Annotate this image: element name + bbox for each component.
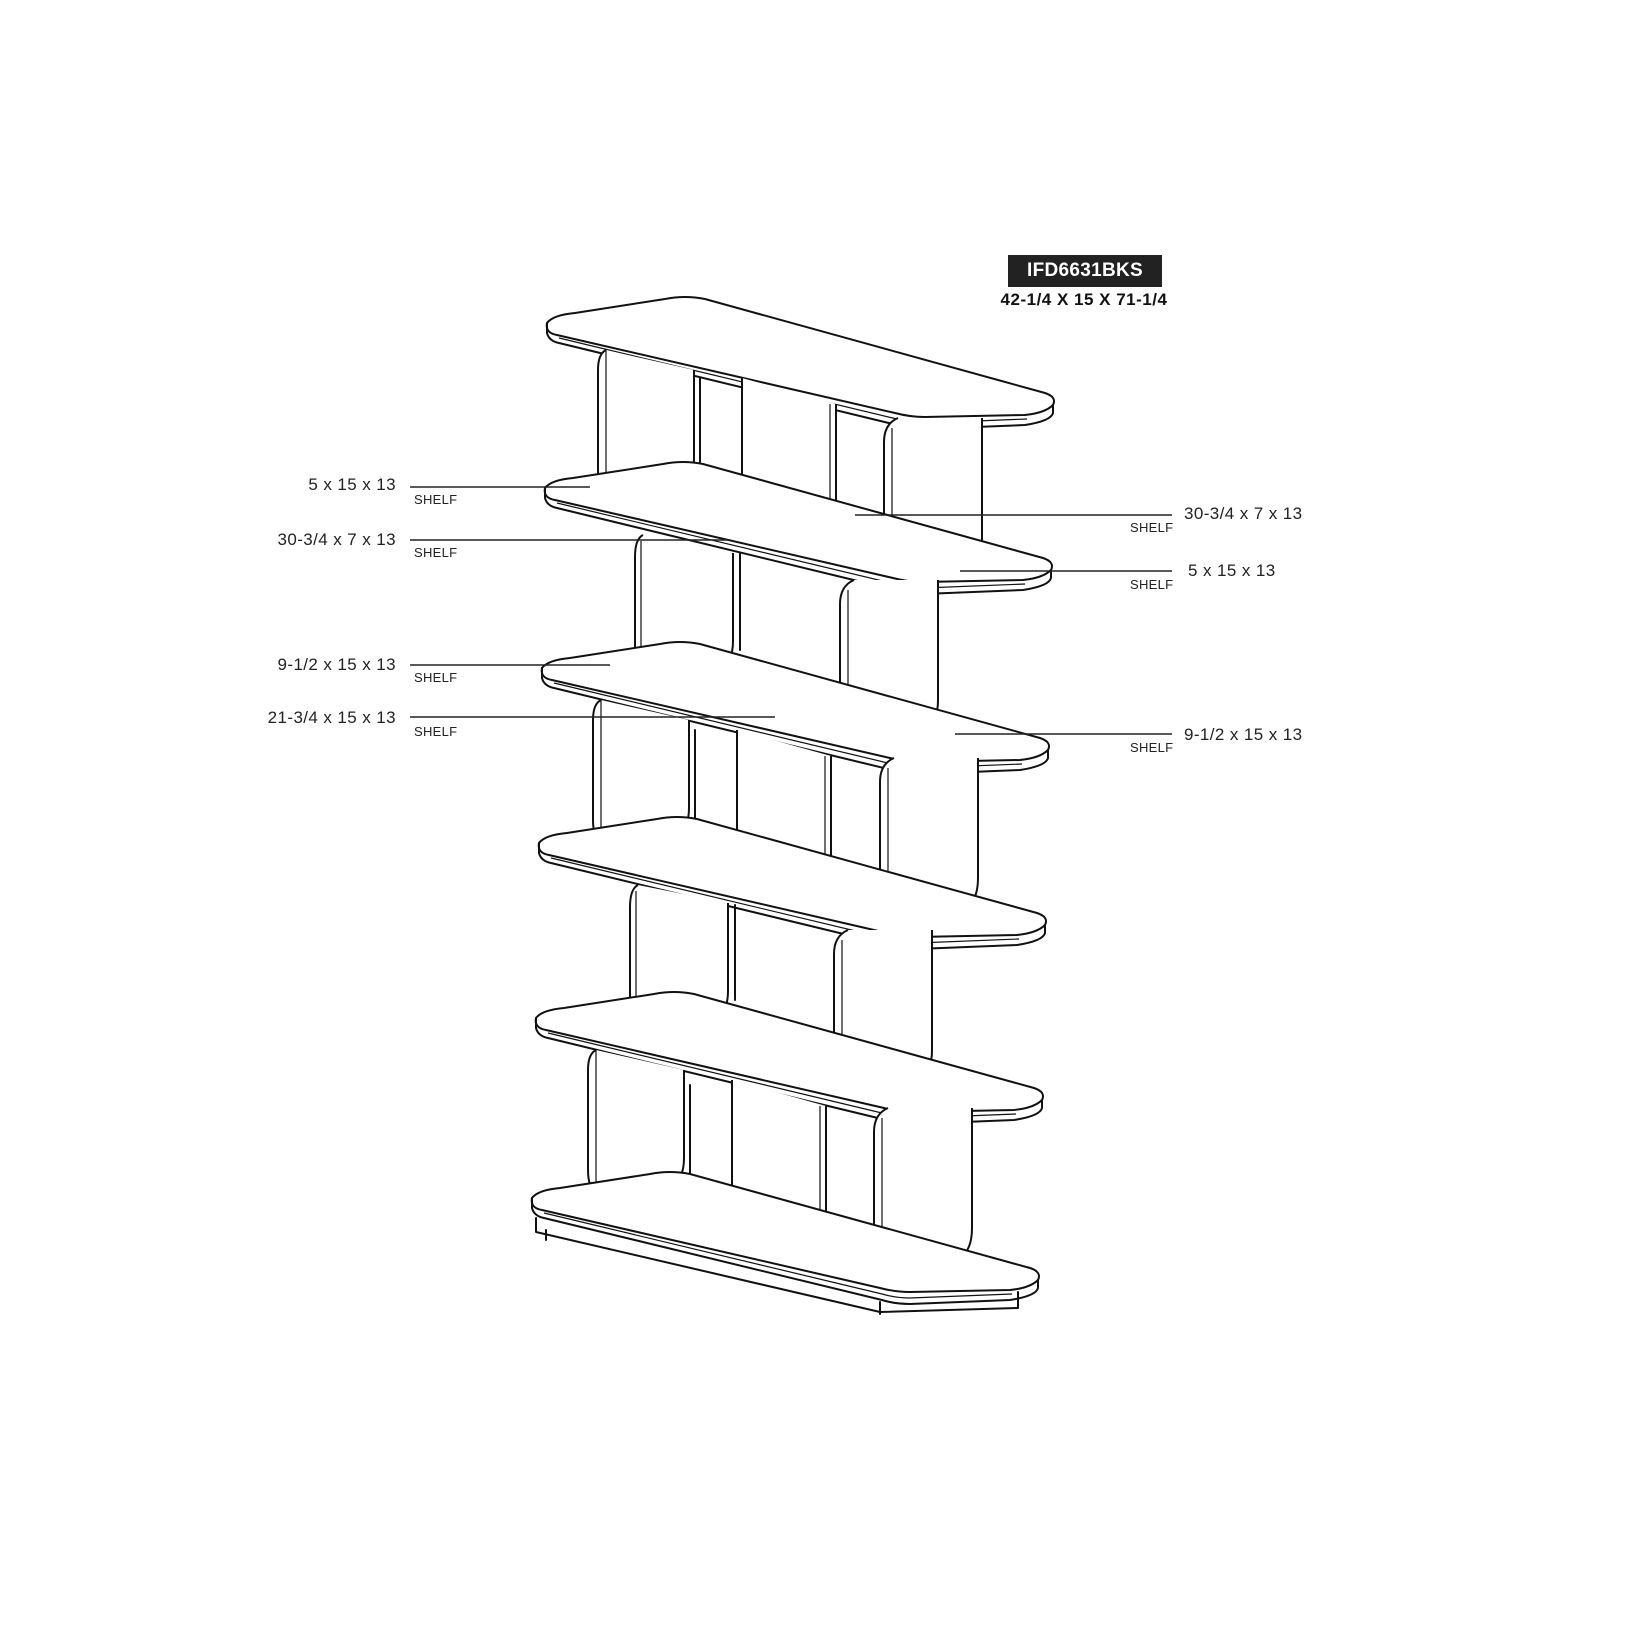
base-plinth	[535, 1217, 1019, 1315]
callout-part-right-1: SHELF	[1130, 520, 1174, 535]
callout-part-left-4: SHELF	[414, 724, 458, 739]
model-number-badge: IFD6631BKS	[1008, 255, 1162, 287]
callout-part-left-1: SHELF	[414, 492, 458, 507]
overall-dimensions: 42-1/4 X 15 X 71-1/4	[1000, 290, 1168, 309]
callout-part-left-3: SHELF	[414, 670, 458, 685]
callout-part-left-2: SHELF	[414, 545, 458, 560]
callout-dims-right-3: 9-1/2 x 15 x 13	[1184, 725, 1303, 744]
callout-dims-right-1: 30-3/4 x 7 x 13	[1184, 504, 1303, 523]
callout-part-right-2: SHELF	[1130, 577, 1174, 592]
callout-dims-left-4: 21-3/4 x 15 x 13	[267, 708, 396, 727]
callout-dims-left-3: 9-1/2 x 15 x 13	[277, 655, 396, 674]
callout-dims-right-2: 5 x 15 x 13	[1188, 561, 1276, 580]
callout-dims-left-2: 30-3/4 x 7 x 13	[277, 530, 396, 549]
callout-dims-left-1: 5 x 15 x 13	[308, 475, 396, 494]
callout-part-right-3: SHELF	[1130, 740, 1174, 755]
callout-leaders	[410, 486, 1172, 735]
